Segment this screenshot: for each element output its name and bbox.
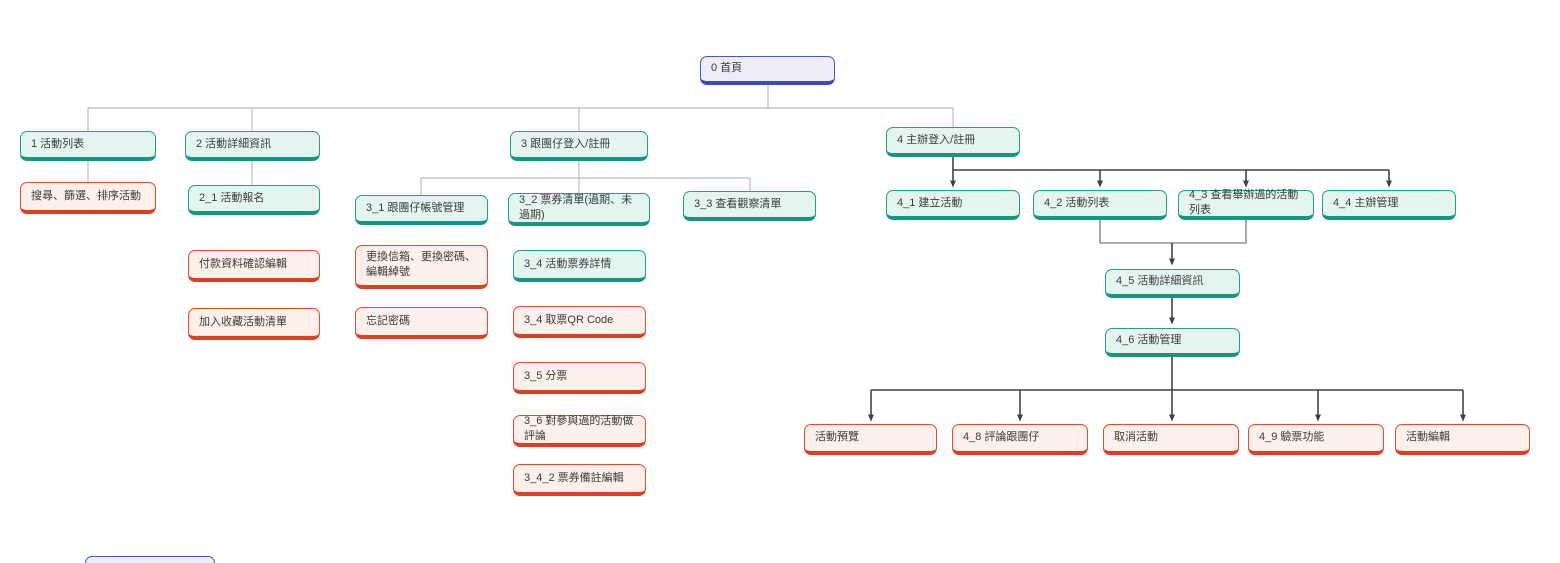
node-label: 3_3 查看觀察清單 — [694, 197, 782, 210]
node-3-4-2-note-edit[interactable]: 3_4_2 票券備註編輯 — [513, 464, 646, 496]
node-forgot-password[interactable]: 忘記密碼 — [355, 307, 488, 339]
node-label: 4_2 活動列表 — [1044, 196, 1110, 209]
node-label: 3_5 分票 — [524, 369, 568, 382]
node-label: 4_8 評論跟團仔 — [963, 431, 1040, 444]
node-4-1-create-event[interactable]: 4_1 建立活動 — [886, 190, 1020, 220]
node-label: 0 首頁 — [711, 62, 743, 75]
node-label: 搜尋、篩選、排序活動 — [31, 189, 141, 202]
node-4-3-hosted-list[interactable]: 4_3 查看舉辦過的活動列表 — [1178, 189, 1314, 220]
node-label: 1 活動列表 — [31, 137, 85, 150]
node-1-event-list[interactable]: 1 活動列表 — [20, 131, 156, 161]
node-label: 3_2 票券清單(過期、未過期) — [519, 193, 633, 221]
node-label: 4_4 主辦管理 — [1333, 196, 1399, 209]
node-label: 2_1 活動報名 — [199, 191, 265, 204]
node-label: 2 活動詳細資訊 — [196, 137, 272, 150]
node-cancel-event[interactable]: 取消活動 — [1103, 424, 1239, 455]
node-label: 加入收藏活動清單 — [199, 315, 287, 328]
node-label: 4_3 查看舉辦過的活動列表 — [1189, 189, 1299, 216]
node-3-4-ticket-detail[interactable]: 3_4 活動票券詳情 — [513, 250, 646, 282]
node-3-3-watchlist[interactable]: 3_3 查看觀察清單 — [683, 191, 816, 221]
node-search-filter-sort[interactable]: 搜尋、篩選、排序活動 — [20, 182, 156, 214]
node-2-1-signup[interactable]: 2_1 活動報名 — [188, 185, 320, 215]
node-0-home[interactable]: 0 首頁 — [700, 56, 835, 85]
node-label: 4 主辦登入/註冊 — [897, 133, 976, 146]
node-3-4-qr-code[interactable]: 3_4 取票QR Code — [513, 306, 646, 338]
node-label: 3_4 活動票券詳情 — [524, 257, 612, 270]
node-label: 更換信箱、更換密碼、編輯綽號 — [366, 251, 476, 278]
node-4-6-event-mgmt[interactable]: 4_6 活動管理 — [1105, 328, 1240, 357]
connector — [1172, 220, 1247, 244]
node-label: 3 跟團仔登入/註冊 — [521, 137, 611, 150]
node-label: 4_9 驗票功能 — [1259, 431, 1325, 444]
node-add-favorite[interactable]: 加入收藏活動清單 — [188, 308, 320, 340]
node-partial-bottom[interactable] — [85, 556, 215, 563]
node-2-event-detail[interactable]: 2 活動詳細資訊 — [185, 131, 320, 161]
node-3-1-account-mgmt[interactable]: 3_1 跟團仔帳號管理 — [355, 195, 488, 225]
node-change-credentials[interactable]: 更換信箱、更換密碼、編輯綽號 — [355, 245, 488, 289]
node-3-5-split-ticket[interactable]: 3_5 分票 — [513, 362, 646, 394]
node-4-8-review-member[interactable]: 4_8 評論跟團仔 — [952, 424, 1088, 455]
node-label: 4_6 活動管理 — [1116, 334, 1182, 347]
node-4-host-login[interactable]: 4 主辦登入/註冊 — [886, 127, 1020, 157]
node-label: 活動編輯 — [1406, 431, 1450, 444]
node-label: 3_6 對參與過的活動做評論 — [524, 415, 634, 442]
node-4-5-event-detail[interactable]: 4_5 活動詳細資訊 — [1105, 269, 1240, 298]
node-3-2-ticket-list[interactable]: 3_2 票券清單(過期、未過期) — [508, 193, 650, 226]
node-3-member-login[interactable]: 3 跟團仔登入/註冊 — [510, 131, 648, 161]
node-label: 取消活動 — [1114, 431, 1158, 444]
node-4-2-event-list[interactable]: 4_2 活動列表 — [1033, 190, 1167, 220]
node-event-edit[interactable]: 活動編輯 — [1395, 424, 1530, 455]
node-event-preview[interactable]: 活動預覽 — [804, 424, 937, 455]
node-3-6-review-event[interactable]: 3_6 對參與過的活動做評論 — [513, 415, 646, 447]
node-label: 4_1 建立活動 — [897, 196, 963, 209]
node-4-9-ticket-check[interactable]: 4_9 驗票功能 — [1248, 424, 1384, 455]
node-label: 4_5 活動詳細資訊 — [1116, 275, 1204, 288]
node-label: 3_1 跟團仔帳號管理 — [366, 201, 465, 214]
node-label: 3_4 取票QR Code — [524, 313, 614, 326]
node-label: 付款資料確認編輯 — [199, 257, 287, 270]
node-4-4-host-mgmt[interactable]: 4_4 主辦管理 — [1322, 190, 1456, 220]
node-label: 忘記密碼 — [366, 314, 410, 327]
node-payment-edit[interactable]: 付款資料確認編輯 — [188, 250, 320, 282]
node-label: 3_4_2 票券備註編輯 — [524, 471, 624, 484]
node-label: 活動預覽 — [815, 431, 859, 444]
connector — [1099, 220, 1172, 244]
